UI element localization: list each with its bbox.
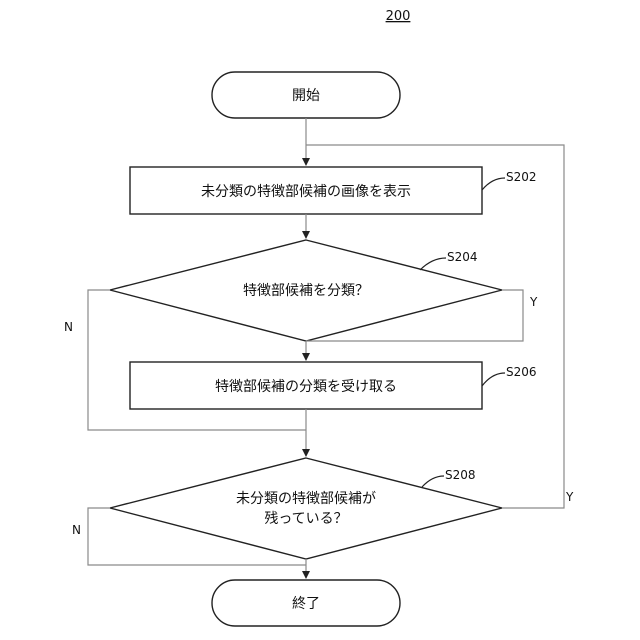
s204-leader (420, 258, 446, 270)
s202-leader (482, 178, 505, 190)
s206-leader (482, 373, 505, 386)
start-label: 開始 (292, 88, 320, 104)
s208-label-line1: 未分類の特徴部候補が (236, 491, 376, 507)
s202-step-number: S202 (506, 170, 537, 184)
s204-yes-label: Y (529, 295, 538, 309)
s208-label-line2: 残っている？ (264, 511, 347, 527)
s202-label: 未分類の特徴部候補の画像を表示 (201, 184, 411, 200)
figure-number: 200 (386, 9, 411, 24)
s208-leader (422, 476, 444, 487)
end-label: 終了 (292, 596, 320, 612)
s208-no-label: N (72, 523, 81, 537)
s208-step-number: S208 (445, 468, 476, 482)
decision-s208 (110, 458, 502, 559)
s204-step-number: S204 (447, 250, 478, 264)
s204-no-label: N (64, 320, 73, 334)
s208-yes-label: Y (565, 490, 574, 504)
s204-label: 特徴部候補を分類？ (243, 283, 369, 299)
s206-label: 特徴部候補の分類を受け取る (215, 379, 397, 395)
s206-step-number: S206 (506, 365, 537, 379)
